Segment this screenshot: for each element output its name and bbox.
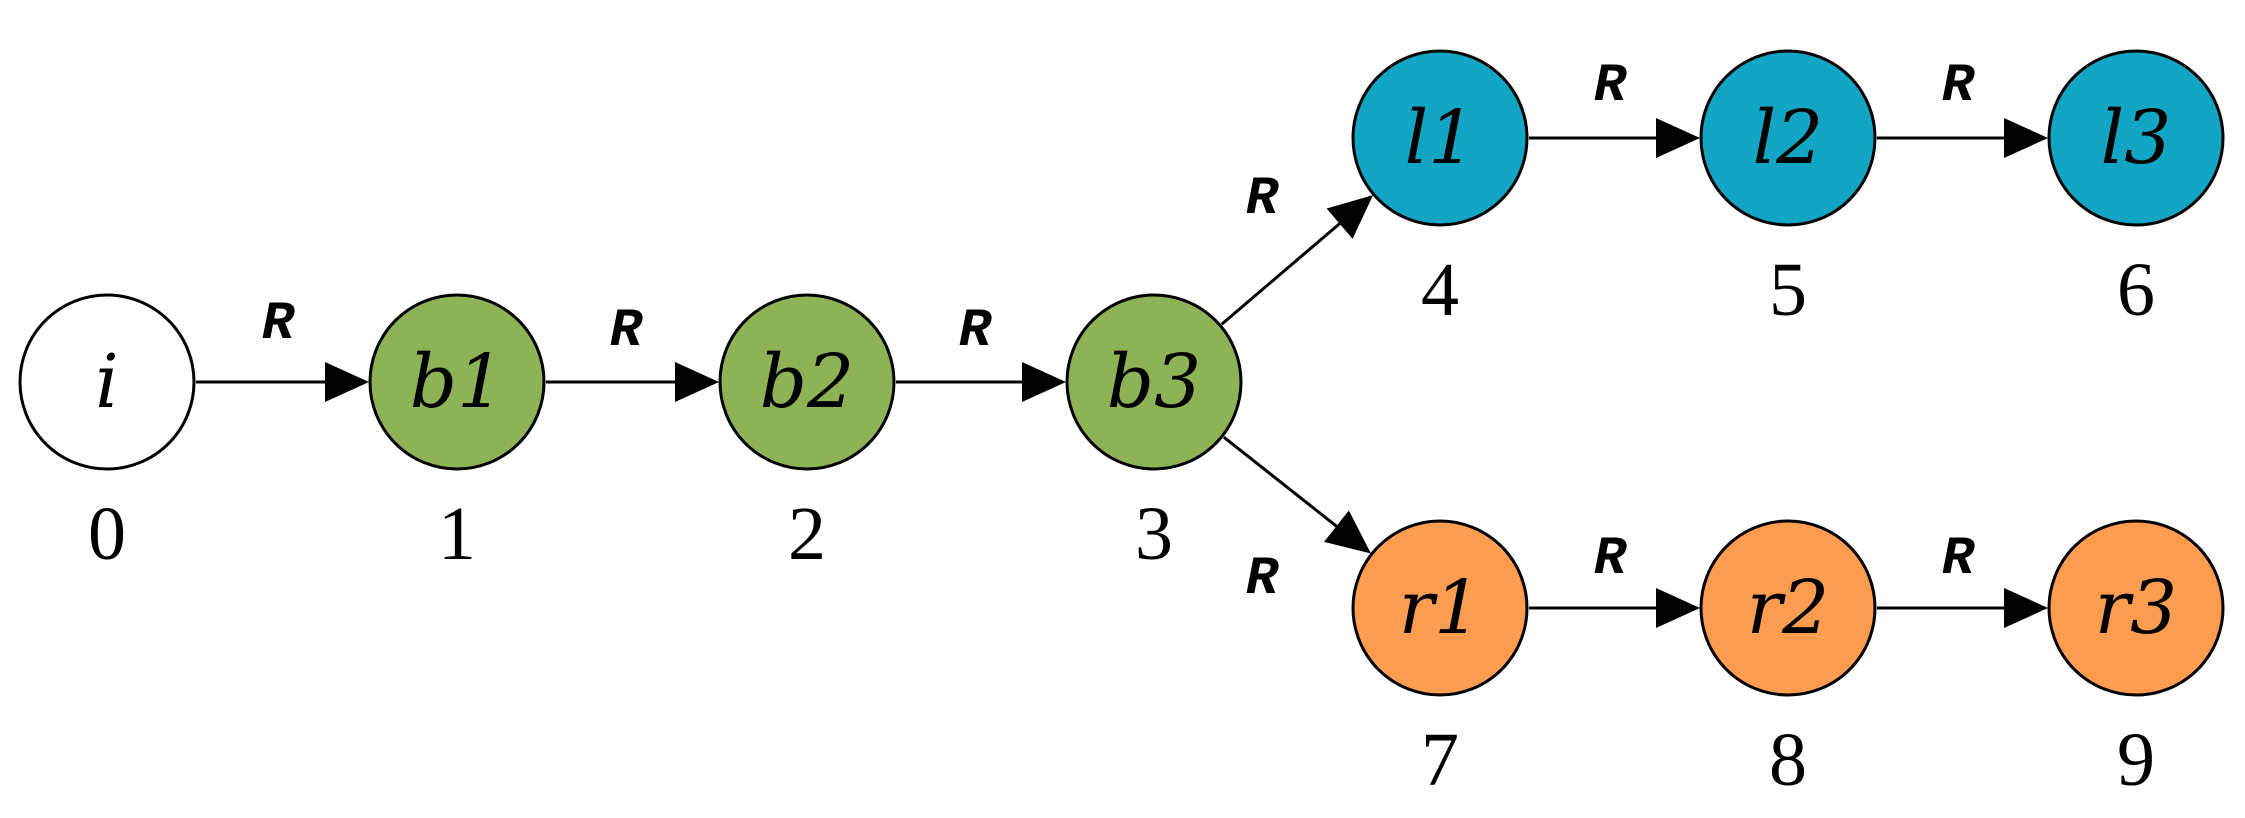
edge: R: [1877, 529, 2048, 628]
node-circle: [2047, 49, 2225, 227]
node-circle: [368, 293, 546, 471]
arrow-head: [675, 362, 719, 402]
edge: R: [1222, 436, 1371, 610]
arrow-head: [1324, 510, 1371, 554]
edge: R: [1529, 56, 1700, 158]
edge: R: [1529, 529, 1700, 628]
edge-label: R: [1942, 56, 1975, 117]
edge-label: R: [1594, 529, 1627, 590]
arrow-head: [1326, 195, 1374, 239]
node-label: b3: [1107, 339, 1201, 425]
node-index: 3: [1135, 492, 1173, 576]
state-node-r3: r3 9: [2047, 519, 2225, 802]
node-circle: [1699, 49, 1877, 227]
edges-layer: R R R R R R R R R: [196, 56, 2048, 628]
edge-label: R: [1246, 169, 1279, 230]
edge-label: R: [1942, 529, 1975, 590]
node-index: 6: [2117, 248, 2155, 332]
node-index: 7: [1421, 718, 1459, 802]
node-label: l1: [1405, 95, 1476, 181]
state-node-i: i0: [18, 293, 196, 576]
arrow-head: [1656, 588, 1700, 628]
edge-line: [1222, 436, 1339, 529]
edge-label: R: [959, 301, 992, 362]
node-index: 5: [1769, 248, 1807, 332]
state-node-b2: b2 2: [718, 293, 896, 576]
edge: R: [1220, 169, 1374, 326]
edge: R: [196, 294, 369, 402]
edge-label: R: [610, 301, 643, 362]
node-label: b1: [410, 339, 504, 425]
arrow-head: [325, 362, 369, 402]
node-label: l3: [2101, 95, 2172, 181]
edge: R: [896, 301, 1066, 402]
arrow-head: [1656, 118, 1700, 158]
node-label: l2: [1753, 95, 1824, 181]
state-node-b3: b3 3: [1065, 293, 1243, 576]
node-label: r3: [2095, 565, 2177, 651]
node-index: 2: [788, 492, 826, 576]
edge: R: [546, 301, 719, 402]
node-label: b2: [760, 339, 854, 425]
edge: R: [1877, 56, 2048, 158]
node-circle: [1699, 519, 1877, 697]
node-index: 4: [1421, 248, 1459, 332]
node-circle: [2047, 519, 2225, 697]
edge-label: R: [262, 294, 295, 355]
edge-label: R: [1594, 56, 1627, 117]
node-label: i: [95, 339, 119, 425]
node-index: 9: [2117, 718, 2155, 802]
state-node-l1: l1 4: [1351, 49, 1529, 332]
arrow-head: [2004, 118, 2048, 158]
node-circle: [1351, 49, 1529, 227]
arrow-head: [2004, 588, 2048, 628]
arrow-head: [1022, 362, 1066, 402]
node-circle: [18, 293, 196, 471]
node-index: 0: [88, 492, 126, 576]
node-circle: [1351, 519, 1529, 697]
node-circle: [718, 293, 896, 471]
edge-label: R: [1246, 549, 1279, 610]
state-node-r2: r2 8: [1699, 519, 1877, 802]
node-label: r1: [1399, 565, 1481, 651]
state-node-l2: l2 5: [1699, 49, 1877, 332]
state-node-b1: b1 1: [368, 293, 546, 576]
state-node-l3: l3 6: [2047, 49, 2225, 332]
edge-line: [1220, 221, 1343, 326]
node-index: 1: [438, 492, 476, 576]
state-node-r1: r1 7: [1351, 519, 1529, 802]
node-label: r2: [1747, 565, 1829, 651]
node-index: 8: [1769, 718, 1807, 802]
node-circle: [1065, 293, 1243, 471]
